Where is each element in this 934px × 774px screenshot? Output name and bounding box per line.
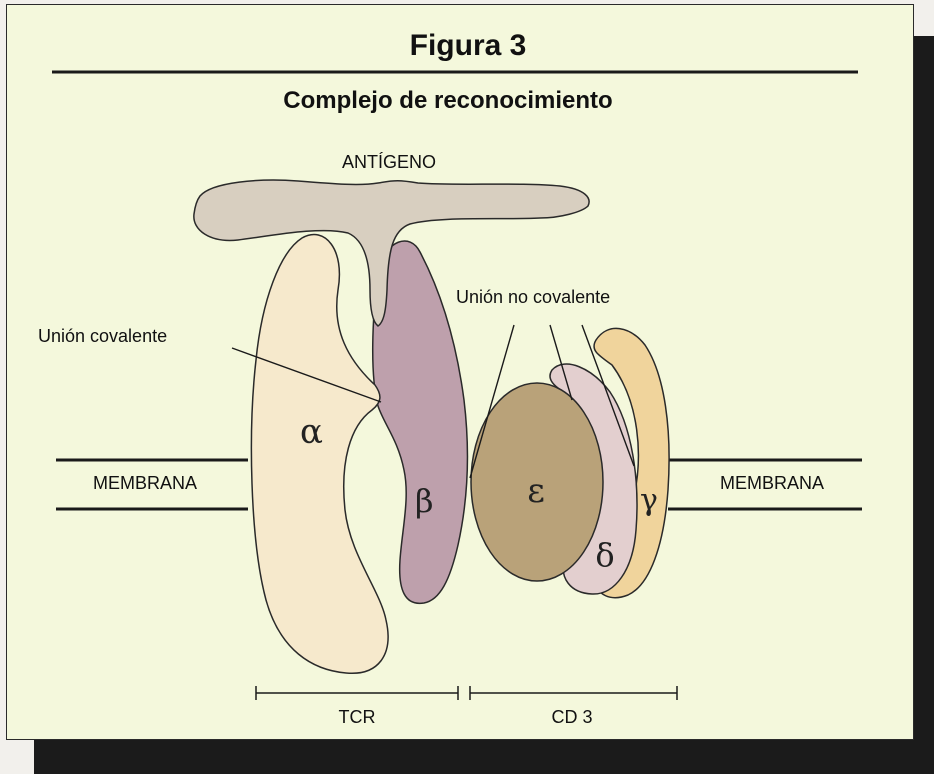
figure-title: Figura 3 (410, 29, 527, 62)
noncovalent-label: Unión no covalente (456, 287, 610, 307)
figure-subtitle: Complejo de reconocimiento (283, 87, 612, 114)
tcr-label: TCR (339, 707, 376, 727)
covalent-label: Unión covalente (38, 326, 167, 346)
delta-label: δ (595, 536, 614, 574)
tcr-bracket (256, 686, 458, 700)
cd3-label: CD 3 (551, 707, 592, 727)
alpha-label: α (300, 412, 323, 452)
beta-label: β (415, 482, 434, 520)
membrane-label-right: MEMBRANA (720, 473, 824, 493)
membrane-label-left: MEMBRANA (93, 473, 197, 493)
gamma-label: γ (640, 483, 658, 518)
alpha-chain (251, 235, 388, 674)
antigen-label: ANTÍGENO (342, 152, 436, 172)
epsilon-label: ε (527, 471, 545, 511)
cd3-bracket (470, 686, 677, 700)
